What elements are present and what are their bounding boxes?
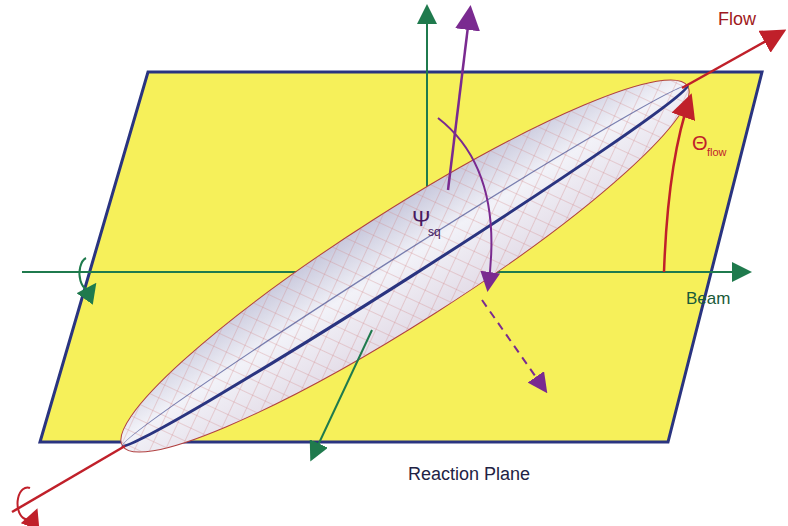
flow-axis-rear: [12, 446, 125, 512]
flow-axis: [682, 32, 782, 88]
psi-angle-arc: [438, 118, 491, 288]
beam-label: Beam: [686, 290, 730, 307]
theta-angle-arc: [664, 98, 690, 272]
rotation-symbol: [79, 258, 94, 289]
psi-symbol: Ψ: [412, 208, 430, 230]
transverse-axis: [312, 330, 372, 458]
rotation-symbol: [18, 488, 36, 520]
theta-subscript: flow: [707, 147, 727, 158]
flow-label: Flow: [718, 10, 756, 28]
reaction-plane-label: Reaction Plane: [408, 465, 530, 483]
theta-symbol: Θ: [692, 133, 708, 153]
psi-subscript: sq: [428, 226, 441, 238]
squeeze-axis-dashed: [482, 300, 545, 390]
ellipsoid: [92, 39, 717, 493]
squeeze-axis: [448, 10, 470, 190]
